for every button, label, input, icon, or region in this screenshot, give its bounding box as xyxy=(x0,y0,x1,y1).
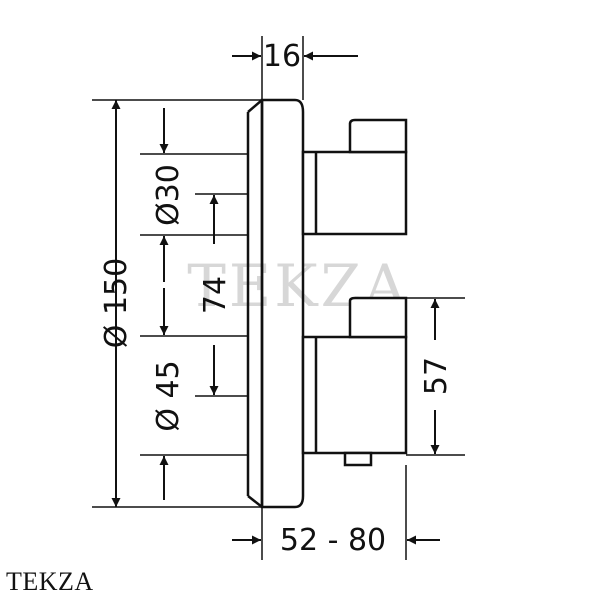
dim-label-small-diameter: Ø30 xyxy=(151,164,186,226)
dim-label-large-diameter: Ø 45 xyxy=(151,360,186,431)
dimension-lines xyxy=(111,51,440,545)
dim-label-lower-handle-height: 57 xyxy=(419,357,454,395)
cover-plate xyxy=(246,98,305,509)
upper-handle xyxy=(301,118,408,236)
brand-label: TEKZA xyxy=(6,567,94,596)
dim-label-overall-diameter: Ø 150 xyxy=(99,258,134,348)
dim-label-projection-range: 52 - 80 xyxy=(280,523,386,558)
dim-label-top-width: 16 xyxy=(263,39,301,74)
dim-label-handle-spacing: 74 xyxy=(198,276,233,314)
lower-handle xyxy=(301,296,408,467)
